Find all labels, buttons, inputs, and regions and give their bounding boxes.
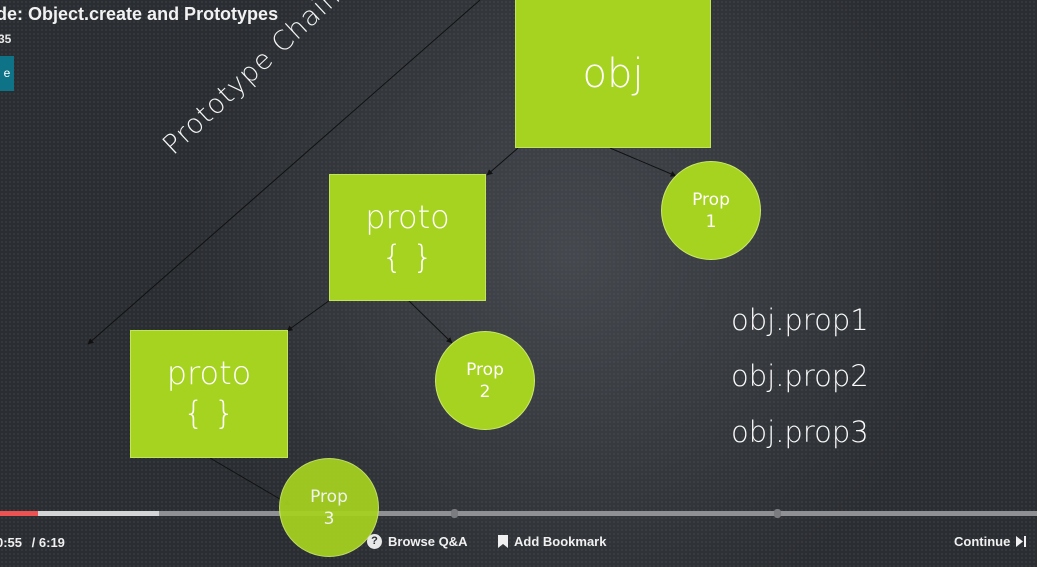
progress-buffered (0, 511, 159, 516)
question-icon: ? (367, 534, 382, 549)
code-line-prop3: obj.prop3 (731, 415, 869, 449)
duration: / 6:19 (31, 535, 65, 550)
obj-box-label: obj (582, 51, 644, 97)
video-progress-bar[interactable] (0, 509, 1037, 518)
chapter-marker[interactable] (451, 509, 458, 518)
time-display: 0:55 / 6:19 (0, 535, 65, 550)
proto-to-prop3-line (209, 457, 291, 506)
prop3-label: Prop (310, 487, 348, 507)
code-line-prop1: obj.prop1 (731, 303, 869, 337)
add-bookmark-label: Add Bookmark (514, 534, 607, 549)
proto-box-2-braces: { } (183, 394, 235, 432)
resources-button[interactable]: e (0, 56, 14, 91)
progress-played (0, 511, 38, 516)
obj-box: obj (515, 0, 711, 148)
skip-next-icon (1016, 536, 1027, 547)
proto-box-1: proto { } (329, 174, 486, 301)
player-controls: 0:55 / 6:19 ? Browse Q&A Add Bookmark Co… (0, 520, 1037, 567)
obj-to-proto-line (486, 147, 519, 176)
current-time: 0:55 (0, 535, 23, 550)
prop1-number: 1 (705, 212, 717, 232)
prop2-number: 2 (479, 382, 491, 402)
prop3-circle: Prop 3 (279, 458, 379, 557)
continue-button[interactable]: Continue (954, 534, 1027, 549)
proto-to-prop2-line (407, 299, 453, 344)
prototype-chain-arrow (87, 0, 481, 345)
continue-label: Continue (954, 534, 1011, 549)
code-line-prop2: obj.prop2 (731, 359, 869, 393)
chapter-marker[interactable] (774, 509, 781, 518)
prop1-label: Prop (692, 190, 730, 210)
prop3-number: 3 (323, 509, 335, 529)
proto-box-2: proto { } (130, 330, 288, 458)
prop1-circle: Prop 1 (661, 161, 761, 260)
prop2-label: Prop (466, 360, 504, 380)
proto-to-proto-line (286, 299, 331, 332)
add-bookmark-button[interactable]: Add Bookmark (498, 534, 606, 549)
proto-box-2-label: proto (166, 354, 252, 392)
prop2-circle: Prop 2 (435, 331, 535, 430)
browse-qa-label: Browse Q&A (388, 534, 468, 549)
browse-qa-button[interactable]: ? Browse Q&A (367, 534, 467, 549)
lecture-title: de: Object.create and Prototypes (0, 4, 279, 24)
lecture-counter: 35 (0, 32, 12, 46)
proto-box-1-label: proto (365, 198, 450, 236)
proto-box-1-braces: { } (382, 238, 433, 276)
obj-to-prop1-line (609, 147, 677, 177)
bookmark-icon (498, 535, 508, 548)
